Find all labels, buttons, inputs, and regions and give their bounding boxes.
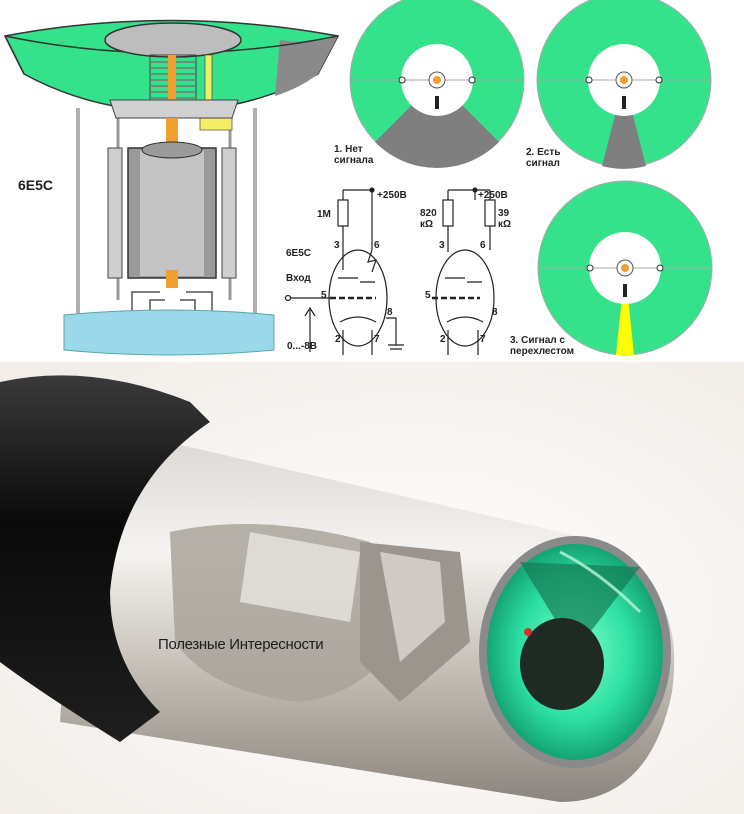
eye-state-1 — [349, 0, 525, 168]
state-3-label: 3. Сигнал с перехлестом — [510, 335, 574, 357]
state-1-line1: 1. Нет — [334, 144, 363, 155]
resistor-39k-label: 39 кΩ — [498, 208, 511, 230]
pin-6-left: 6 — [374, 240, 380, 251]
pin-2-right: 2 — [440, 334, 446, 345]
schematic-tube-label: 6E5C — [286, 248, 312, 259]
resistor-820k-label: 820 кΩ — [420, 208, 437, 230]
schematic-right — [432, 187, 496, 355]
schematic-left — [284, 187, 404, 355]
eye-cap — [520, 618, 604, 710]
supply-label-left: +250В — [377, 190, 407, 201]
r820-value: 820 — [420, 208, 437, 219]
r39-unit: кΩ — [498, 219, 512, 230]
tube-name-label: 6E5C — [18, 177, 54, 193]
pin-8-right: 8 — [492, 307, 498, 318]
range-label: 0...-8В — [287, 341, 318, 352]
state-3-line1: 3. Сигнал с — [510, 335, 565, 346]
tube-base — [63, 309, 275, 356]
supply-label-right: +250В — [478, 190, 508, 201]
tube-cross-section — [3, 19, 340, 356]
pin-6-right: 6 — [480, 240, 486, 251]
r820-unit: кΩ — [420, 219, 434, 230]
input-label: Вход — [286, 273, 311, 284]
tube-base-black — [0, 375, 210, 742]
eye-state-2 — [536, 0, 712, 169]
pin-5-left: 5 — [321, 290, 327, 301]
pin-8-left: 8 — [387, 307, 393, 318]
state-2-line2: сигнал — [526, 158, 560, 169]
state-1-label: 1. Нет сигнала — [334, 144, 373, 166]
pin-2-left: 2 — [335, 334, 341, 345]
tube-photo — [0, 362, 744, 814]
pin-7-left: 7 — [374, 334, 380, 345]
r39-value: 39 — [498, 208, 510, 219]
pin-3-left: 3 — [334, 240, 340, 251]
diagram-svg — [3, 0, 713, 356]
state-3-line2: перехлестом — [510, 346, 575, 357]
pin-7-right: 7 — [480, 334, 486, 345]
pin-3-right: 3 — [439, 240, 445, 251]
watermark-text: Полезные Интересности — [158, 636, 324, 653]
pin-5-right: 5 — [425, 290, 431, 301]
eye-state-3 — [537, 180, 713, 356]
state-2-label: 2. Есть сигнал — [526, 147, 560, 169]
state-2-line1: 2. Есть — [526, 147, 561, 158]
state-1-line2: сигнала — [334, 155, 374, 166]
resistor-1m-label: 1М — [317, 209, 331, 220]
